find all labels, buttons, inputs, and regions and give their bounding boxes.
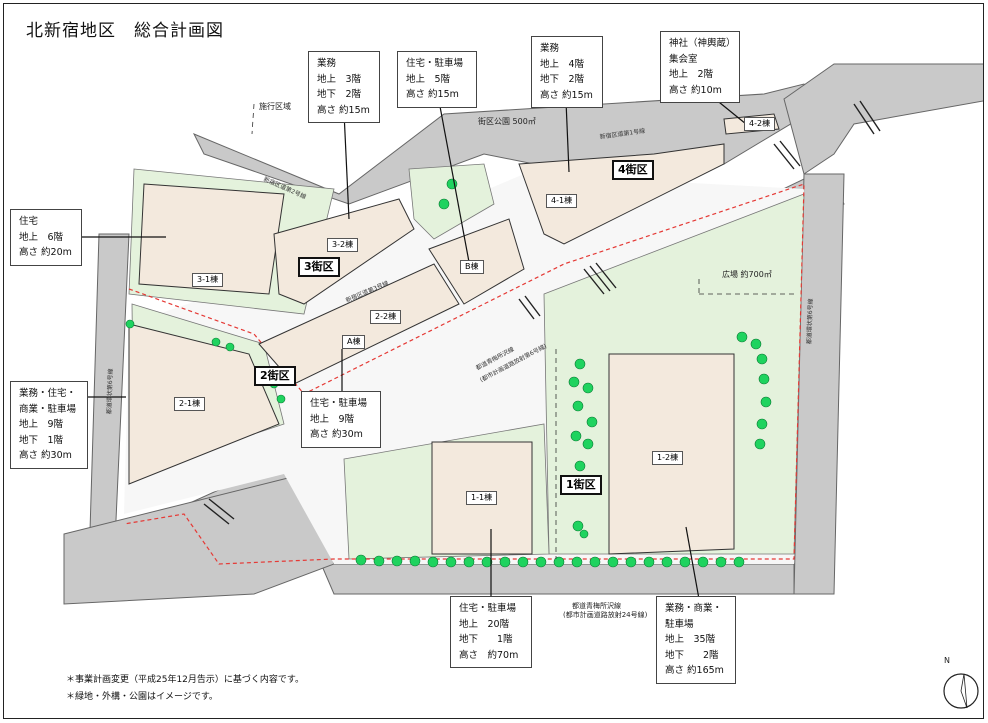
callout-line: 地上 9階 [19,419,64,430]
callout-line: 高さ 約30m [19,450,72,461]
road-label: (都市計画道路放射24号線) [563,611,648,619]
callout-line: 地上 4階 [540,58,585,70]
callout-line: 商業・駐車場 [19,403,77,415]
callout-1-2: 業務・商業・ 駐車場 地上 35階 地下 2階 高さ 約165m [656,596,736,684]
district-label-2: 2街区 [254,366,296,386]
building-label-3-2: 3-2棟 [327,238,359,252]
compass-label: N [944,656,950,665]
building-label-1-2: 1-2棟 [652,451,684,465]
callout-line: 地上 5階 [406,73,451,85]
district-label-1: 1街区 [560,475,602,495]
callout-2-1: 業務・住宅・ 商業・駐車場 地上 9階 地下 1階 高さ 約30m [10,381,88,469]
callout-line: 集会室 [669,53,698,65]
trees [125,178,772,568]
building-label-4-1: 4-1棟 [546,194,578,208]
callout-line: 地上 20階 [459,618,510,630]
note-line: ＊事業計画変更（平成25年12月告示）に基づく内容です。 [66,675,305,685]
callout-3-2: 業務 地上 3階 地下 2階 高さ 約15m [308,51,380,123]
callout-line: 地下 2階 [665,649,719,661]
plan-frame: 北新宿地区 総合計画図 新宿区道第2号線 新宿区道第1号線 新宿区道第3号線 都… [3,3,984,719]
site-area-label: 施行区域 [259,102,291,111]
callout-line: 地下 1階 [459,634,513,645]
callout-line: 住宅・駐車場 [406,58,464,69]
north-arrow-icon [943,673,979,709]
building-label-a: A棟 [342,335,366,349]
note-line: ＊緑地・外構・公園はイメージです。 [66,692,218,702]
callout-line: 業務・商業・ [665,603,723,614]
building-label-4-2: 4-2棟 [744,117,776,131]
road-label: 都道環状第6号線 [805,298,815,345]
callout-line: 駐車場 [665,618,694,630]
road-label: 都道青梅所沢線 [572,602,621,610]
callout-4-2: 神社（神輿蔵） 集会室 地上 2階 高さ 約10m [660,31,740,103]
building-label-b: B棟 [460,260,484,274]
park-label: 街区公園 500㎡ [478,117,536,126]
crosswalks [203,100,881,525]
callout-line: 地下 1階 [19,434,64,446]
road-label: 都道環状第6号線 [105,368,115,415]
callout-line: 高さ 約10m [669,84,722,96]
callout-line: 地上 9階 [310,413,355,425]
building-label-2-1: 2-1棟 [174,397,206,411]
callout-line: 高さ 約165m [665,665,724,676]
callout-2-2: 住宅・駐車場 地上 9階 高さ 約30m [301,391,381,448]
callout-line: 住宅 [19,216,39,227]
callout-line: 住宅・駐車場 [459,603,517,614]
district-label-3: 3街区 [298,257,340,277]
callout-line: 高さ 約15m [540,89,593,101]
callout-line: 業務・住宅・ [19,388,77,399]
callout-b: 住宅・駐車場 地上 5階 高さ 約15m [397,51,477,108]
callout-line: 高さ 約20m [19,247,72,258]
callout-line: 高さ 約30m [310,429,363,440]
callout-line: 地上 35階 [665,634,716,645]
callout-line: 地下 2階 [540,74,585,85]
site-plan-map [63,63,983,605]
page-title: 北新宿地区 総合計画図 [26,21,224,41]
callout-line: 高さ 約70m [459,649,519,661]
callout-line: 業務 [540,43,560,54]
callout-line: 地上 2階 [669,69,714,80]
callout-4-1: 業務 地上 4階 地下 2階 高さ 約15m [531,36,603,108]
callout-3-1: 住宅 地上 6階 高さ 約20m [10,209,82,266]
leader-lines [78,93,747,600]
callout-line: 高さ 約15m [317,104,370,116]
notes: ＊事業計画変更（平成25年12月告示）に基づく内容です。 ＊緑地・外構・公園はイ… [66,672,304,706]
callout-line: 地上 3階 [317,73,362,85]
building-label-3-1: 3-1棟 [192,273,224,287]
callout-line: 業務 [317,58,337,69]
callout-line: 地上 6階 [19,231,64,243]
callout-1-1: 住宅・駐車場 地上 20階 地下 1階 高さ 約70m [450,596,532,668]
dashed-lines [251,103,794,559]
building-label-1-1: 1-1棟 [466,491,498,505]
callout-line: 神社（神輿蔵） [669,38,736,49]
callout-line: 住宅・駐車場 [310,398,368,409]
district-label-4: 4街区 [612,160,654,180]
building-label-2-2: 2-2棟 [370,310,402,324]
plaza-label: 広場 約700㎡ [722,270,772,279]
callout-line: 高さ 約15m [406,89,459,100]
callout-line: 地下 2階 [317,89,362,100]
